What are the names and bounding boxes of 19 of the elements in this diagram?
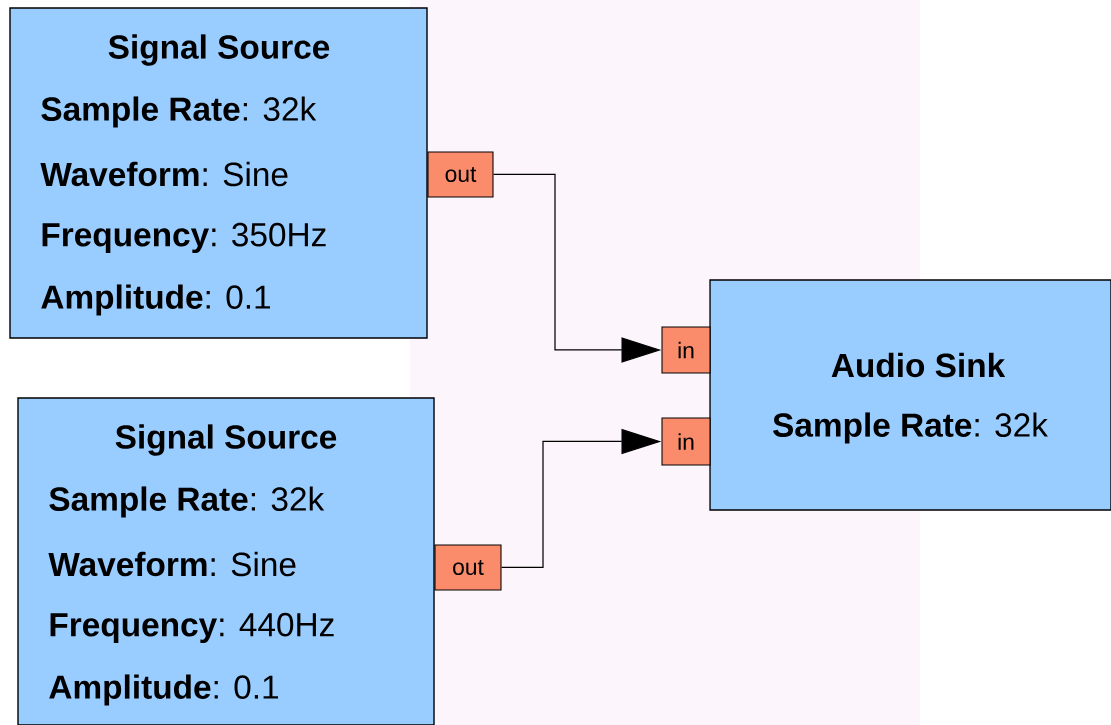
port-box: out (427, 151, 494, 198)
parameter-text: Amplitude: 0.1 (41, 284, 270, 316)
block-title: Signal Source (108, 34, 330, 66)
port-box: in (661, 417, 711, 466)
parameter-text: Sample Rate: 32k (773, 412, 1048, 444)
block-title: Signal Source (115, 424, 337, 456)
port-box: out (434, 544, 502, 591)
block-box (17, 397, 435, 725)
parameter-text: Sample Rate: 32k (41, 96, 317, 128)
block-box (709, 279, 1111, 511)
parameter-text: Frequency: 440Hz (50, 612, 334, 644)
parameter-text: Amplitude: 0.1 (49, 674, 278, 706)
parameter-text: Waveform: Sine (48, 551, 296, 577)
parameter-text: Frequency: 350Hz (42, 222, 326, 254)
block-box (9, 7, 428, 339)
parameter-text: Waveform: Sine (40, 161, 288, 187)
block-title: Audio Sink (831, 352, 1006, 378)
parameter-text: Sample Rate: 32k (49, 486, 325, 518)
port-box: in (661, 326, 711, 374)
